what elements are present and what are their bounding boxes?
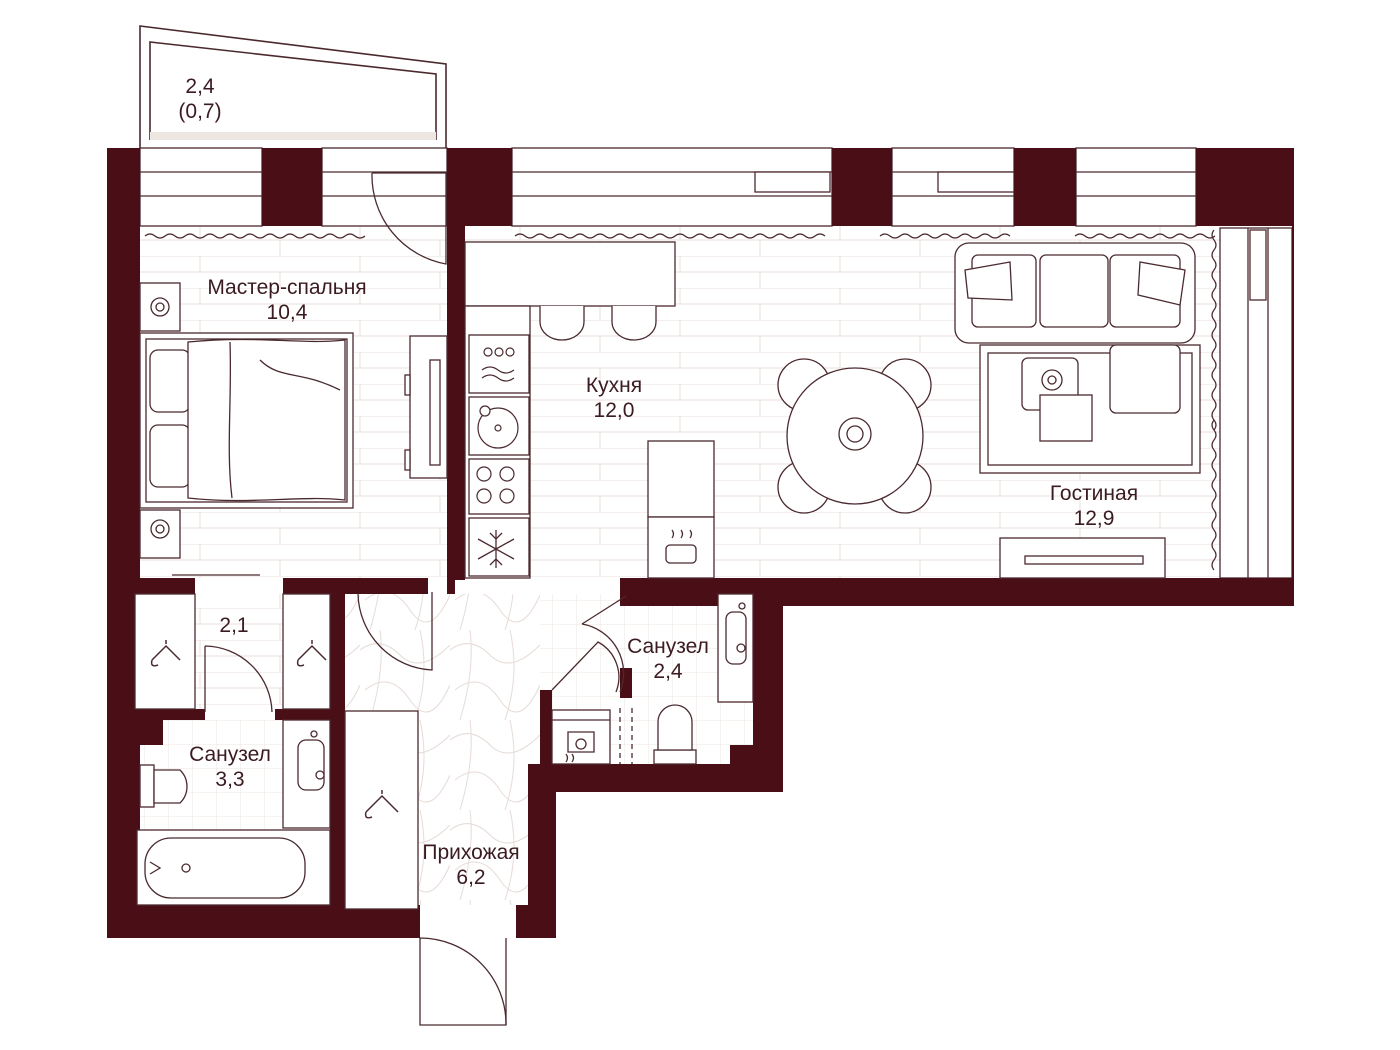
washing-machine-icon	[551, 709, 611, 765]
wardrobe	[134, 593, 419, 910]
bed-icon	[139, 332, 354, 509]
door-swing-icon	[204, 172, 633, 1026]
room-label-living: Гостиная 12,9	[1050, 481, 1138, 531]
bath-small-name: Санузел	[627, 635, 709, 658]
room-label-bath-small: Санузел 2,4	[627, 634, 709, 684]
sink-icon	[477, 405, 519, 449]
tv-icon	[999, 537, 1166, 579]
dishwasher-icon	[481, 347, 515, 382]
bath-big-area: 3,3	[215, 768, 245, 791]
kitchen-area: 12,0	[593, 399, 635, 422]
wardrobe-area: 2,1	[219, 614, 249, 637]
window-frames	[139, 147, 1293, 579]
hall-area: 6,2	[456, 866, 486, 889]
curtains	[144, 229, 1217, 571]
tv-icon	[404, 335, 448, 479]
hall-name: Прихожая	[422, 841, 520, 864]
bath-big-name: Санузел	[189, 743, 271, 766]
freezer-icon	[477, 530, 515, 568]
balcony-area-sub: (0,7)	[178, 100, 222, 123]
room-label-bedroom: Мастер-спальня 10,4	[207, 275, 366, 325]
sink-icon	[717, 593, 754, 703]
living-name: Гостиная	[1049, 482, 1139, 505]
kitchen-name: Кухня	[585, 374, 643, 397]
sofa-icon	[954, 242, 1201, 474]
toilet-icon	[139, 764, 188, 808]
oven-icon	[647, 440, 715, 579]
balcony	[139, 25, 447, 148]
room-label-kitchen: Кухня 12,0	[586, 373, 642, 423]
balcony-area: 2,4 (0,7)	[178, 74, 221, 124]
balcony-area-value: 2,4	[185, 75, 215, 98]
walls	[107, 148, 1294, 938]
stove-icon	[476, 466, 515, 504]
sink-icon	[282, 719, 331, 829]
dining-table-icon	[777, 358, 932, 514]
room-label-bath-big: Санузел 3,3	[189, 742, 271, 792]
bath-small-area: 2,4	[653, 660, 683, 683]
room-label-hall: Прихожая 6,2	[422, 840, 519, 890]
room-label-wardrobe: 2,1	[219, 613, 248, 638]
nightstand-lamp-icon	[139, 282, 181, 559]
bedroom-area: 10,4	[266, 301, 308, 324]
toilet-icon	[653, 704, 697, 765]
living-area: 12,9	[1073, 507, 1115, 530]
bar-stool	[539, 306, 657, 341]
bedroom-name: Мастер-спальня	[207, 276, 367, 299]
bathtub-icon	[136, 829, 331, 906]
hanger-icon	[150, 640, 399, 819]
